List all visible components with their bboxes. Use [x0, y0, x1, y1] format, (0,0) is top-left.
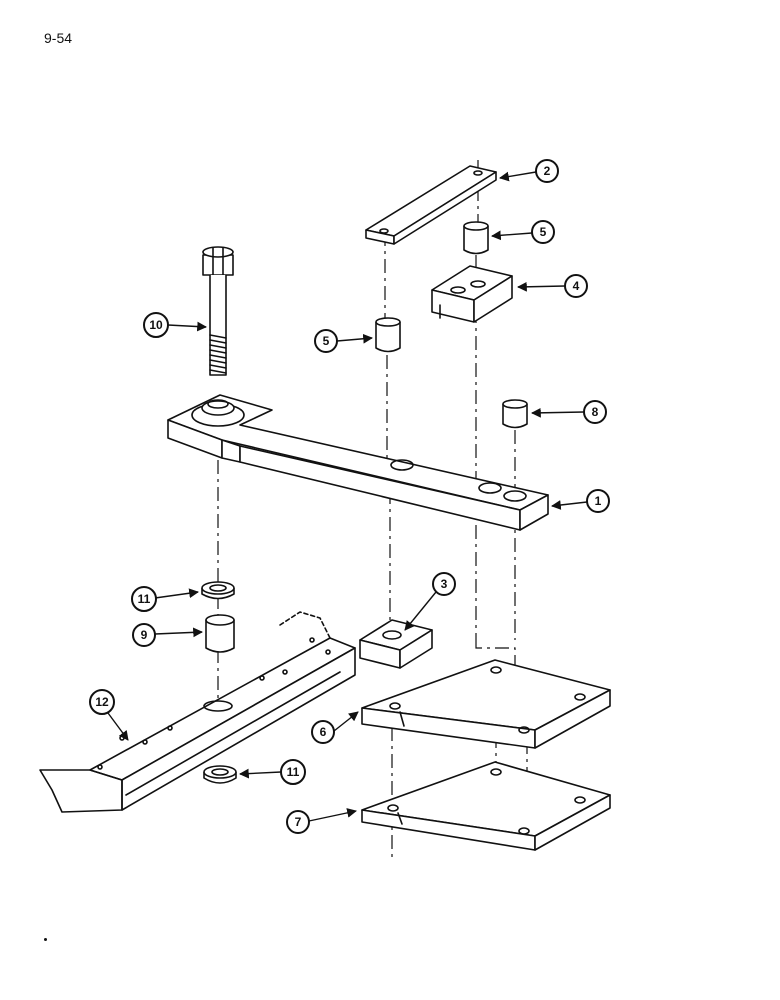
- svg-text:7: 7: [295, 815, 302, 829]
- part-6-mounting-plate: [361, 659, 611, 749]
- part-5-spacer-lower: [375, 317, 401, 353]
- callout-12: 12: [89, 689, 129, 741]
- callout-11-lower: 11: [239, 759, 306, 785]
- callout-7: 7: [286, 808, 357, 834]
- part-11-washer-upper: [201, 581, 235, 600]
- callout-9: 9: [132, 623, 203, 647]
- callout-5-upper: 5: [491, 220, 555, 244]
- svg-text:2: 2: [544, 164, 551, 178]
- callout-3: 3: [404, 572, 456, 631]
- part-4-clamp-block: [431, 265, 513, 323]
- svg-text:1: 1: [595, 494, 602, 508]
- callout-11-upper: 11: [131, 586, 199, 612]
- callout-2: 2: [499, 159, 559, 183]
- callout-8: 8: [531, 400, 607, 424]
- svg-text:11: 11: [138, 592, 151, 606]
- callout-6: 6: [311, 711, 359, 744]
- callout-4: 4: [517, 274, 588, 298]
- part-12-frame-channel: [39, 611, 356, 813]
- svg-text:11: 11: [287, 765, 300, 779]
- part-7-shim-plate: [361, 761, 611, 851]
- part-5-spacer-upper: [463, 221, 489, 255]
- svg-text:4: 4: [573, 279, 580, 293]
- page-mark: [44, 938, 47, 941]
- svg-text:5: 5: [323, 334, 330, 348]
- part-1-main-bar: [167, 394, 549, 531]
- part-9-spacer: [205, 614, 235, 653]
- svg-text:12: 12: [95, 695, 109, 709]
- svg-text:8: 8: [592, 405, 599, 419]
- part-2-strap-plate: [365, 165, 497, 245]
- svg-text:9: 9: [141, 628, 148, 642]
- svg-text:3: 3: [441, 577, 448, 591]
- page-number: 9-54: [44, 30, 73, 46]
- part-3-clamp-block: [359, 619, 433, 669]
- part-8-bushing: [502, 399, 528, 429]
- svg-text:6: 6: [320, 725, 327, 739]
- callout-1: 1: [551, 489, 610, 513]
- svg-text:10: 10: [149, 318, 163, 332]
- callout-10: 10: [143, 312, 207, 338]
- callout-5-lower: 5: [314, 329, 373, 353]
- part-11-washer-lower: [203, 765, 237, 784]
- svg-text:5: 5: [540, 225, 547, 239]
- part-10-bolt: [202, 246, 234, 376]
